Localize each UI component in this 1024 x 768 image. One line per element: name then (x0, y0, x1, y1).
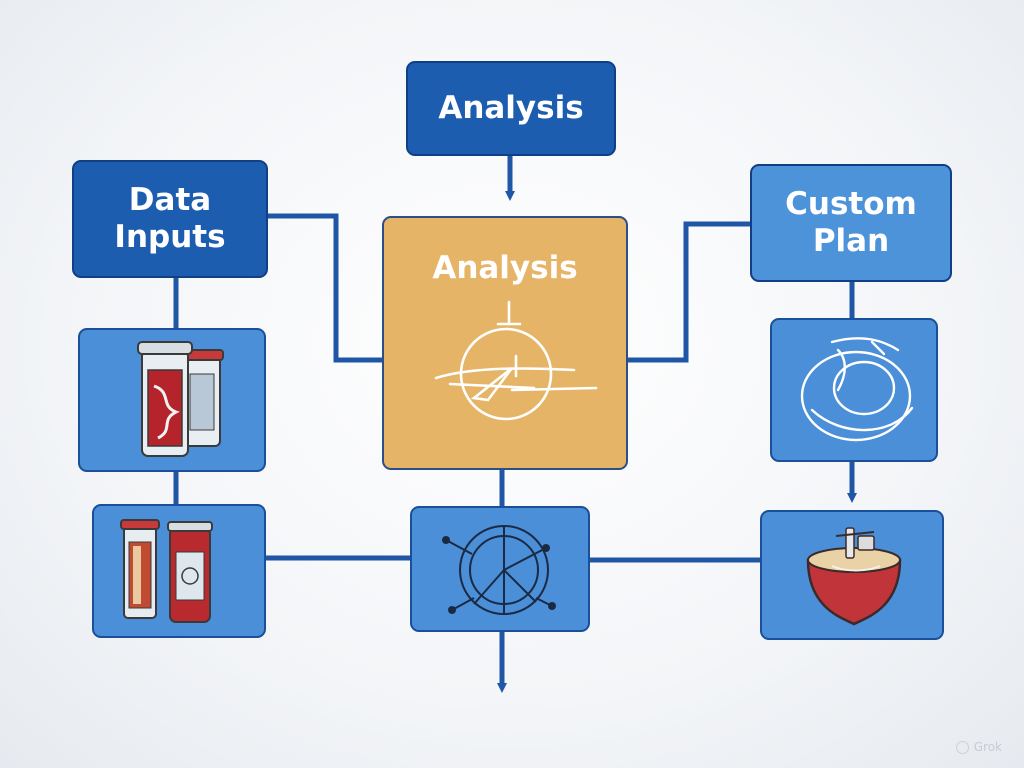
tile-left-lower[interactable] (92, 504, 266, 638)
specimen-jars-icon (137, 341, 224, 457)
custom-plan-label: Custom Plan (785, 186, 917, 259)
network-wheel-icon (442, 525, 556, 615)
custom-plan-box[interactable]: Custom Plan (750, 164, 952, 282)
data-inputs-box[interactable]: Data Inputs (72, 160, 268, 278)
crosshair-circle-sketch-icon (434, 300, 598, 421)
tile-left-upper[interactable] (78, 328, 266, 472)
analysis-top-label: Analysis (438, 90, 584, 127)
circular-sketch-icon (800, 337, 914, 442)
watermark-text: Grok (973, 740, 1002, 754)
tile-right-lower[interactable] (760, 510, 944, 640)
test-tubes-icon (120, 519, 213, 623)
tile-center-lower[interactable] (410, 506, 590, 632)
tile-right-upper[interactable] (770, 318, 938, 462)
connector-inputs-to-center (268, 213, 382, 363)
grok-watermark: Grok (955, 740, 1002, 754)
analysis-top-box[interactable]: Analysis (406, 61, 616, 156)
data-inputs-label: Data Inputs (114, 182, 226, 255)
analysis-center-label: Analysis (432, 250, 578, 286)
connector-center-to-plan (628, 221, 750, 363)
watermark-logo-icon (955, 740, 969, 754)
heart-bowl-icon (806, 527, 902, 626)
analysis-center-box[interactable]: Analysis (382, 216, 628, 470)
